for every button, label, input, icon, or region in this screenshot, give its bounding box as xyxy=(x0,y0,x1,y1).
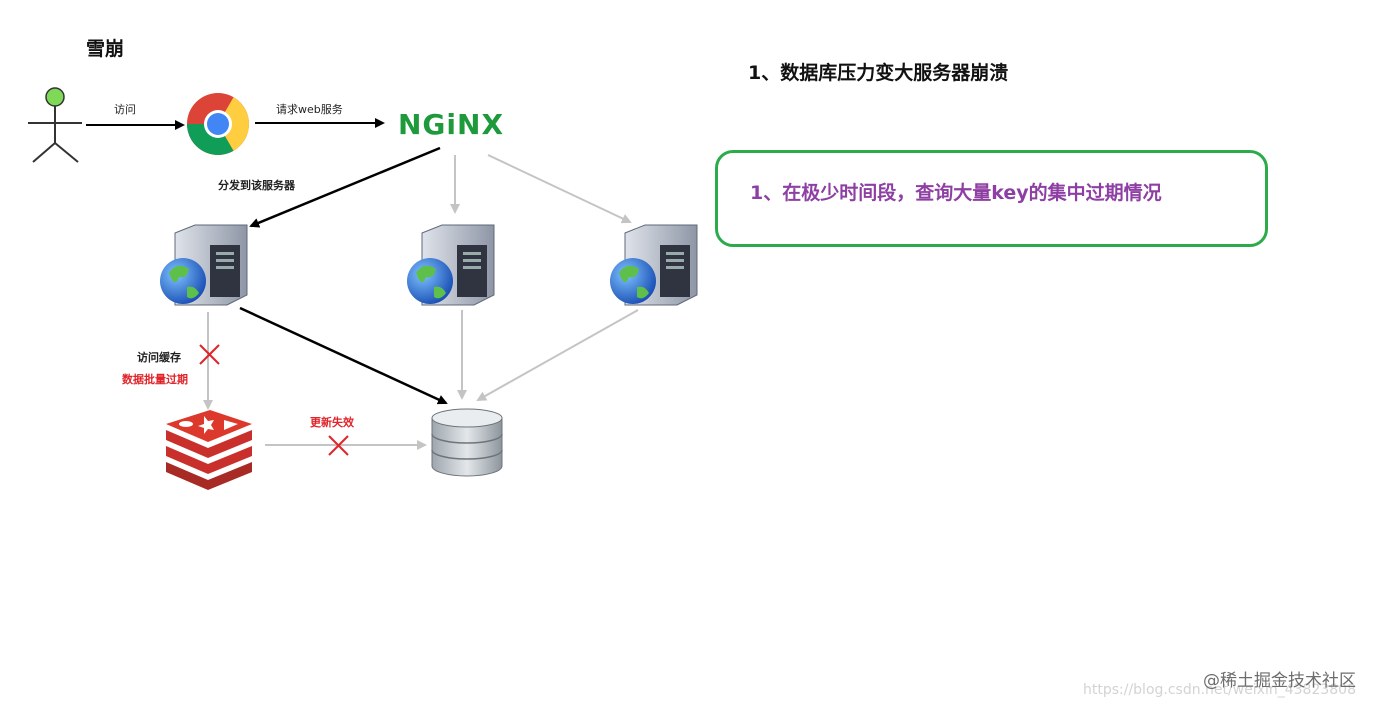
redis-icon xyxy=(166,410,252,490)
label-update-fail: 更新失效 xyxy=(310,416,354,429)
server-icon xyxy=(610,224,698,306)
label-visit: 访问 xyxy=(114,103,136,116)
arrow-server1-db xyxy=(239,306,448,405)
cross-icon xyxy=(328,435,349,456)
label-request-web: 请求web服务 xyxy=(276,103,343,116)
arrow-nginx-server1 xyxy=(249,146,441,228)
chrome-icon xyxy=(187,93,249,155)
label-batch-expire: 数据批量过期 xyxy=(122,373,188,386)
user-icon xyxy=(28,87,82,163)
database-icon xyxy=(431,408,503,477)
nginx-logo: NGiNX xyxy=(398,108,505,141)
right-heading: 1、数据库压力变大服务器崩溃 xyxy=(748,62,1009,84)
label-visit-cache: 访问缓存 xyxy=(137,351,181,364)
label-dispatch: 分发到该服务器 xyxy=(218,179,295,192)
watermark-brand: @稀土掘金技术社区 xyxy=(1203,671,1356,691)
arrow-nginx-server3 xyxy=(487,154,632,224)
cross-icon xyxy=(199,344,220,365)
server-icon xyxy=(407,224,495,306)
callout-box: 1、在极少时间段，查询大量key的集中过期情况 xyxy=(715,150,1268,247)
callout-text: 1、在极少时间段，查询大量key的集中过期情况 xyxy=(750,182,1162,204)
diagram-title: 雪崩 xyxy=(86,38,125,60)
watermark-url: https://blog.csdn.net/weixin_43823808 xyxy=(1082,682,1356,698)
server-icon xyxy=(160,224,248,306)
arrow-server3-db xyxy=(476,309,639,401)
